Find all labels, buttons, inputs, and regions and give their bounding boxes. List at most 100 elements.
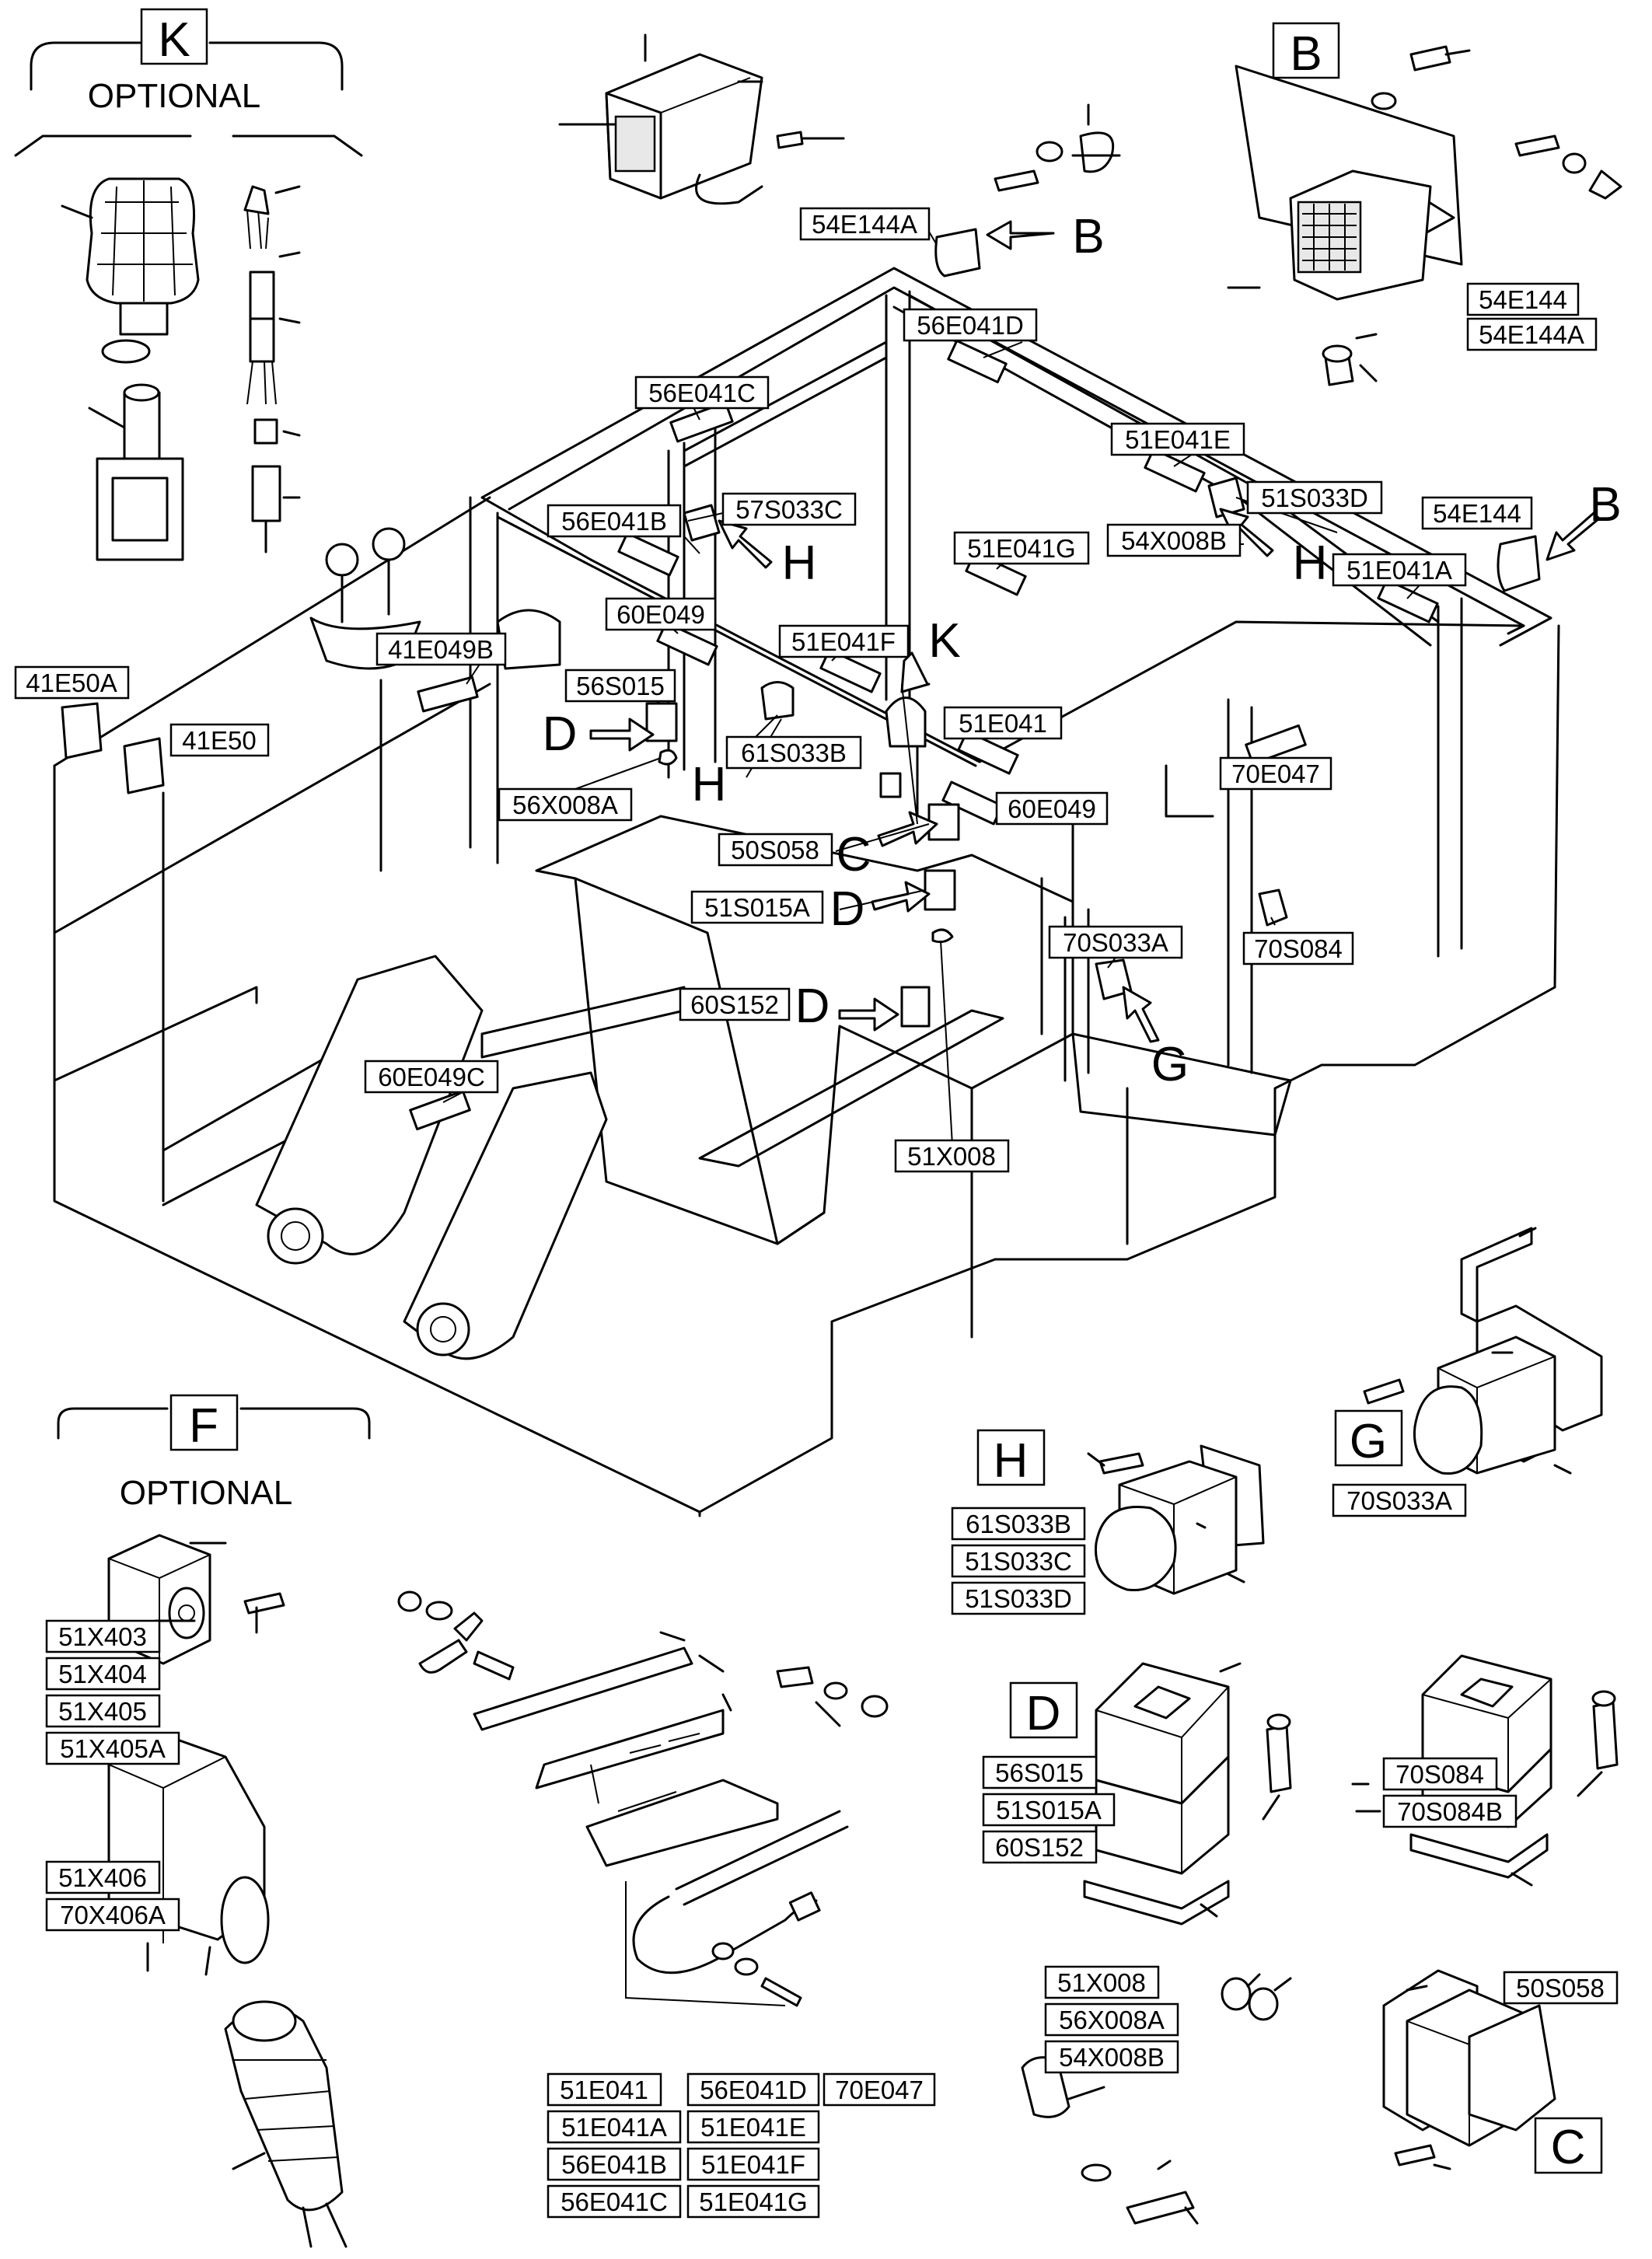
svg-text:70S084: 70S084	[1254, 934, 1343, 963]
lamp-strip-60E049	[656, 621, 718, 666]
label-54X008B: 54X008B	[1106, 523, 1242, 557]
label-54E144: 54E144	[1466, 282, 1580, 316]
section-c-letter: C	[1551, 2121, 1586, 2174]
label-60S152: 60S152	[679, 987, 791, 1021]
label-f-51X404: 51X404	[45, 1657, 161, 1691]
label-t-56E041B: 56E041B	[547, 2147, 682, 2181]
label-t-51E041F: 51E041F	[686, 2147, 820, 2181]
label-61S033B: 61S033B	[725, 735, 862, 770]
svg-text:56S015: 56S015	[995, 1758, 1084, 1787]
svg-text:51E041: 51E041	[560, 2076, 648, 2104]
arrow-letter-b-1: B	[1072, 210, 1104, 264]
label-51E041: 51E041	[943, 706, 1063, 740]
lamp-41E50A	[61, 702, 103, 759]
label-51E041E: 51E041E	[1110, 422, 1245, 456]
label-f-51X403: 51X403	[45, 1619, 161, 1653]
label-x-54X008B: 54X008B	[1044, 2040, 1179, 2074]
arrow-letter-d-2: D	[830, 882, 865, 936]
label-41E50A: 41E50A	[14, 665, 130, 700]
label-51S033D: 51S033D	[1246, 480, 1383, 515]
label-56S015: 56S015	[564, 669, 676, 703]
svg-text:56E041C: 56E041C	[648, 379, 756, 407]
switch-57S033C	[683, 504, 721, 542]
arrow-letter-c: C	[836, 828, 871, 882]
svg-text:56E041B: 56E041B	[561, 507, 667, 536]
label-g-70S033A: 70S033A	[1332, 1483, 1467, 1517]
label-51E041A: 51E041A	[1332, 553, 1467, 587]
svg-text:70S084: 70S084	[1395, 1760, 1484, 1789]
section-h-letter: H	[994, 1434, 1029, 1488]
arrow-letter-b-2: B	[1589, 478, 1621, 532]
svg-text:70S084B: 70S084B	[1397, 1797, 1503, 1826]
lamp-strip-70E047	[1245, 724, 1307, 766]
label-d-51S015A: 51S015A	[982, 1793, 1116, 1827]
arrow-letter-h-2: H	[1293, 536, 1328, 590]
label-t-56E041C: 56E041C	[547, 2184, 682, 2219]
svg-text:51X008: 51X008	[907, 1142, 996, 1171]
label-d-60S152: 60S152	[982, 1830, 1098, 1864]
svg-text:57S033C: 57S033C	[735, 495, 843, 524]
frame-components	[61, 228, 1541, 1028]
svg-text:54E144: 54E144	[1479, 285, 1567, 314]
label-f-51X405: 51X405	[45, 1694, 161, 1728]
svg-text:41E049B: 41E049B	[388, 635, 494, 664]
svg-text:56E041B: 56E041B	[561, 2150, 667, 2179]
arrow-d-1	[589, 718, 655, 752]
lamp-strip-51E041E	[1144, 448, 1206, 493]
label-57S033C: 57S033C	[721, 492, 857, 526]
svg-text:56E041D: 56E041D	[700, 2076, 807, 2104]
svg-text:54X008B: 54X008B	[1059, 2043, 1165, 2072]
svg-text:56S015: 56S015	[576, 672, 665, 700]
lamp-strip-56E041D	[947, 339, 1008, 384]
label-t-51E041G: 51E041G	[686, 2184, 820, 2219]
label-d-56S015: 56S015	[982, 1755, 1098, 1789]
svg-text:51E041: 51E041	[959, 709, 1047, 738]
label-70E047: 70E047	[1219, 756, 1332, 791]
label-56E041B: 56E041B	[547, 504, 682, 538]
arrow-d-2	[871, 881, 931, 913]
svg-text:70S033A: 70S033A	[1346, 1486, 1452, 1515]
section-k-letter: K	[158, 13, 190, 67]
svg-text:70S033A: 70S033A	[1063, 928, 1168, 957]
main-cab-frame	[53, 267, 1560, 1517]
svg-text:60E049: 60E049	[616, 600, 705, 629]
label-50S058: 50S058	[718, 833, 833, 867]
svg-text:51E041E: 51E041E	[1125, 425, 1231, 454]
section-b-letter: B	[1290, 27, 1322, 81]
section-f-optional: OPTIONAL	[120, 1474, 293, 1512]
label-60E049: 60E049	[605, 597, 717, 631]
label-60E049-b: 60E049	[995, 791, 1109, 826]
socket-56X008A	[658, 749, 678, 766]
label-f-70X406A: 70X406A	[45, 1898, 180, 1932]
svg-text:54X008B: 54X008B	[1121, 526, 1227, 555]
svg-text:70X406A: 70X406A	[60, 1901, 166, 1929]
svg-text:51X405A: 51X405A	[60, 1734, 166, 1763]
svg-text:51X406: 51X406	[58, 1863, 147, 1892]
section-c-relay: C	[1382, 1969, 1603, 2174]
svg-text:51S015A: 51S015A	[704, 893, 810, 922]
section-d-switches: D	[1009, 1654, 1619, 1926]
svg-text:70E047: 70E047	[1231, 759, 1320, 788]
svg-text:51X405: 51X405	[58, 1697, 147, 1726]
svg-text:61S033B: 61S033B	[966, 1510, 1071, 1538]
svg-text:51E041F: 51E041F	[791, 627, 896, 656]
lamp-strip-56E041B	[617, 532, 679, 577]
section-k-beacon: K OPTIONAL	[14, 8, 363, 561]
arrow-letter-h-3: H	[692, 758, 727, 812]
svg-text:56X008A: 56X008A	[1059, 2006, 1165, 2034]
svg-text:51X403: 51X403	[58, 1622, 147, 1651]
label-70S033A: 70S033A	[1048, 925, 1183, 959]
svg-text:51E041E: 51E041E	[700, 2113, 806, 2142]
label-51E041F: 51E041F	[778, 624, 910, 658]
svg-text:51E041F: 51E041F	[701, 2150, 805, 2179]
svg-text:51S033D: 51S033D	[965, 1584, 1072, 1613]
svg-text:54E144A: 54E144A	[812, 210, 917, 239]
svg-text:70E047: 70E047	[835, 2076, 924, 2104]
arrow-letter-g: G	[1151, 1038, 1189, 1091]
lamp-strip-41E049B	[417, 676, 479, 713]
svg-text:60S152: 60S152	[995, 1833, 1084, 1862]
socket-51x008-parts	[1021, 1973, 1292, 2225]
label-51S015A: 51S015A	[690, 890, 824, 924]
label-70S084: 70S084	[1242, 931, 1354, 965]
